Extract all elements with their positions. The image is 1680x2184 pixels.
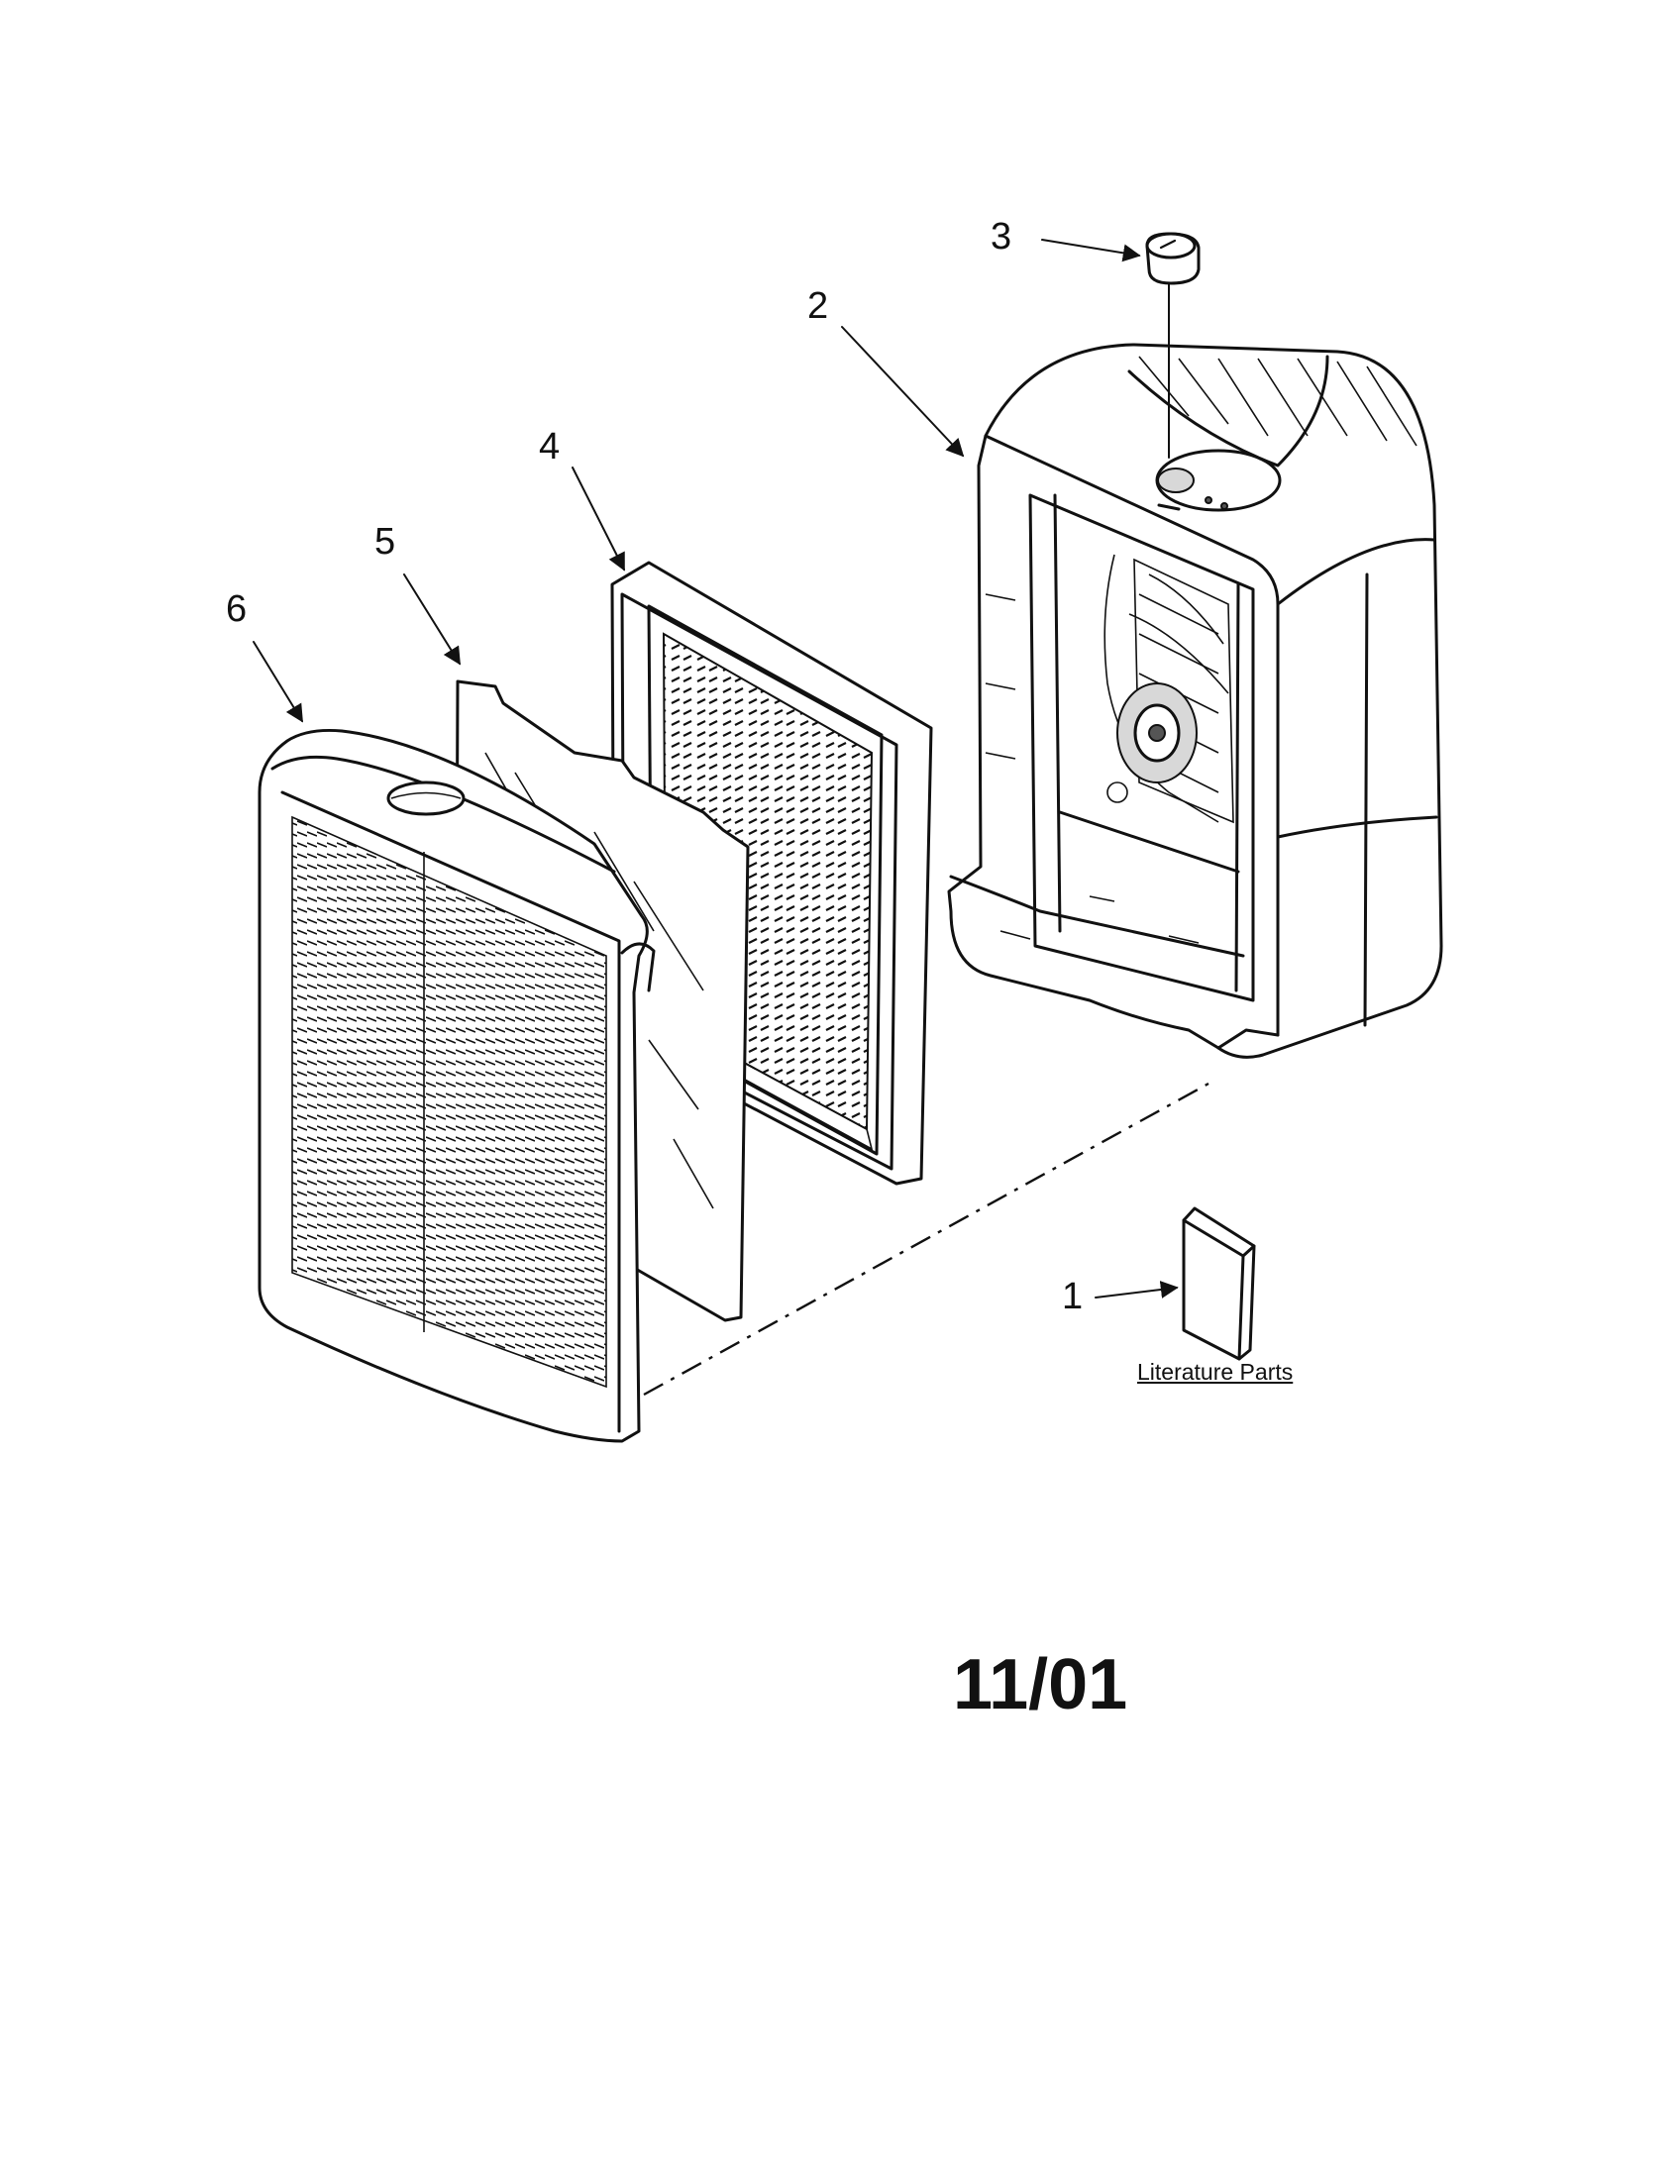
leader-5 xyxy=(403,573,461,666)
callout-1: 1 xyxy=(1062,1276,1084,1317)
callout-2: 2 xyxy=(807,285,829,327)
literature-parts-label: Literature Parts xyxy=(1137,1359,1294,1385)
callout-3: 3 xyxy=(991,216,1012,258)
date-code: 11/01 xyxy=(953,1645,1128,1724)
part-2-housing xyxy=(947,343,1443,1059)
part-6-front-grille xyxy=(258,729,656,1443)
leader-3 xyxy=(1041,239,1141,262)
leader-lines xyxy=(253,239,1179,1299)
callout-5: 5 xyxy=(374,521,396,563)
callout-4: 4 xyxy=(539,426,561,468)
callout-6: 6 xyxy=(226,588,248,630)
part-3-knob xyxy=(1145,232,1201,459)
fan-assembly xyxy=(1103,554,1234,824)
leader-6 xyxy=(253,641,303,723)
leader-4 xyxy=(572,467,625,572)
leader-2 xyxy=(841,326,965,458)
part-1-literature xyxy=(1182,1206,1256,1361)
alignment-dashed-line xyxy=(643,1082,1209,1397)
leader-1 xyxy=(1095,1281,1179,1299)
